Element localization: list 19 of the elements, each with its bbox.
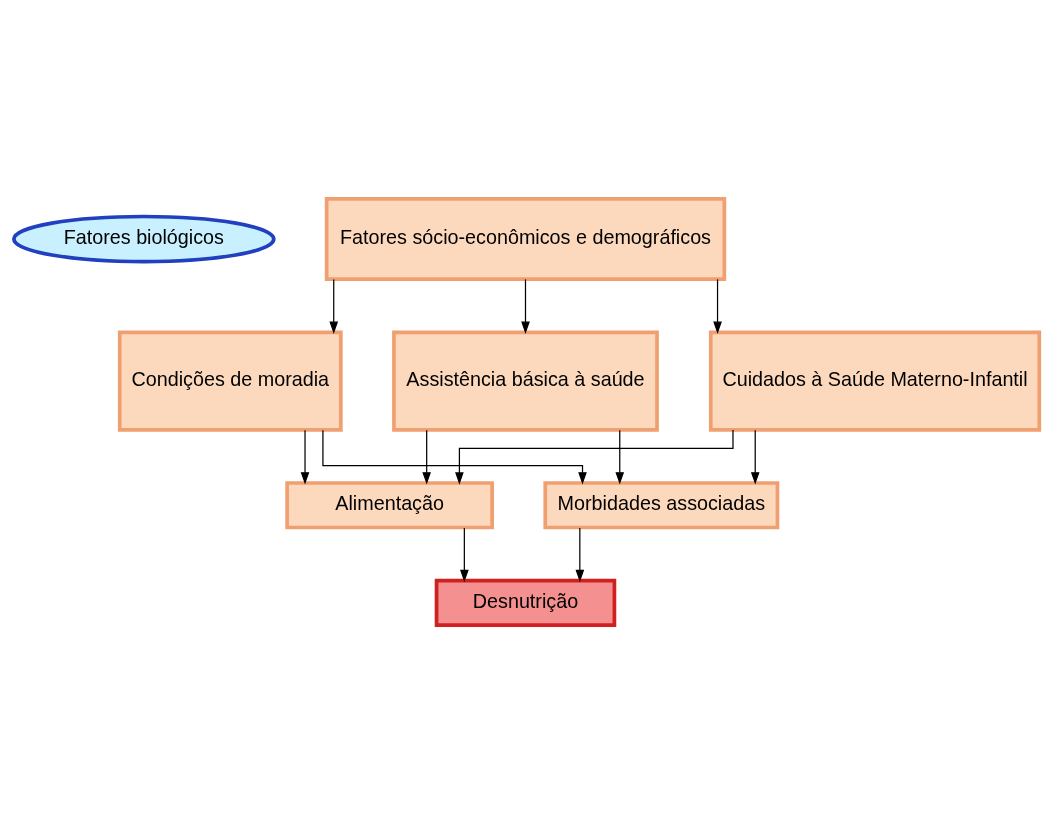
arrow <box>455 429 734 485</box>
node-box: Cuidados à Saúde Materno-Infantil <box>708 330 1042 432</box>
arrow <box>615 429 625 485</box>
arrow <box>422 429 431 485</box>
arrow <box>322 429 587 485</box>
arrow <box>521 278 530 334</box>
node-box: Fatores sócio-econômicos e demográficos <box>324 197 727 282</box>
arrow <box>713 278 722 334</box>
node-box: Morbidades associadas <box>543 481 780 530</box>
arrow <box>329 278 339 334</box>
arrow <box>460 527 469 583</box>
node-box: Condições de moradia <box>117 330 343 432</box>
arrow <box>750 429 760 485</box>
node-box: Desnutrição <box>434 578 617 627</box>
node-box: Alimentação <box>285 481 494 530</box>
arrow <box>300 429 310 485</box>
node-box: Assistência básica à saúde <box>392 330 659 432</box>
node-ellipse: Fatores biológicos <box>12 214 276 264</box>
arrow <box>575 527 585 583</box>
